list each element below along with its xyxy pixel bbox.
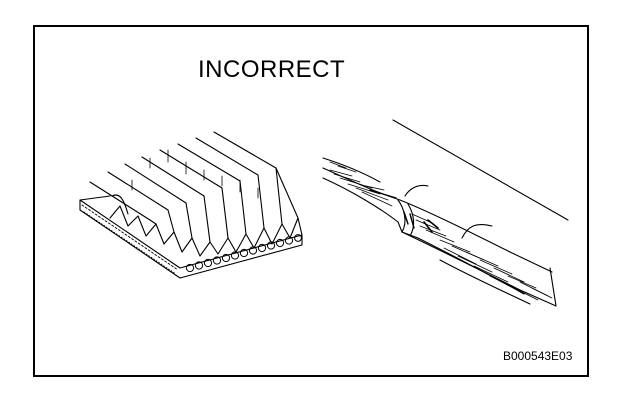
belt-shading — [329, 161, 553, 301]
belt-installed-illustration — [322, 119, 569, 307]
ribbed-belt-illustration — [79, 131, 303, 279]
figure-code: B000543E03 — [503, 349, 573, 363]
figure-title: INCORRECT — [198, 56, 346, 83]
figure-frame — [33, 25, 589, 377]
belt-cords — [185, 234, 302, 273]
